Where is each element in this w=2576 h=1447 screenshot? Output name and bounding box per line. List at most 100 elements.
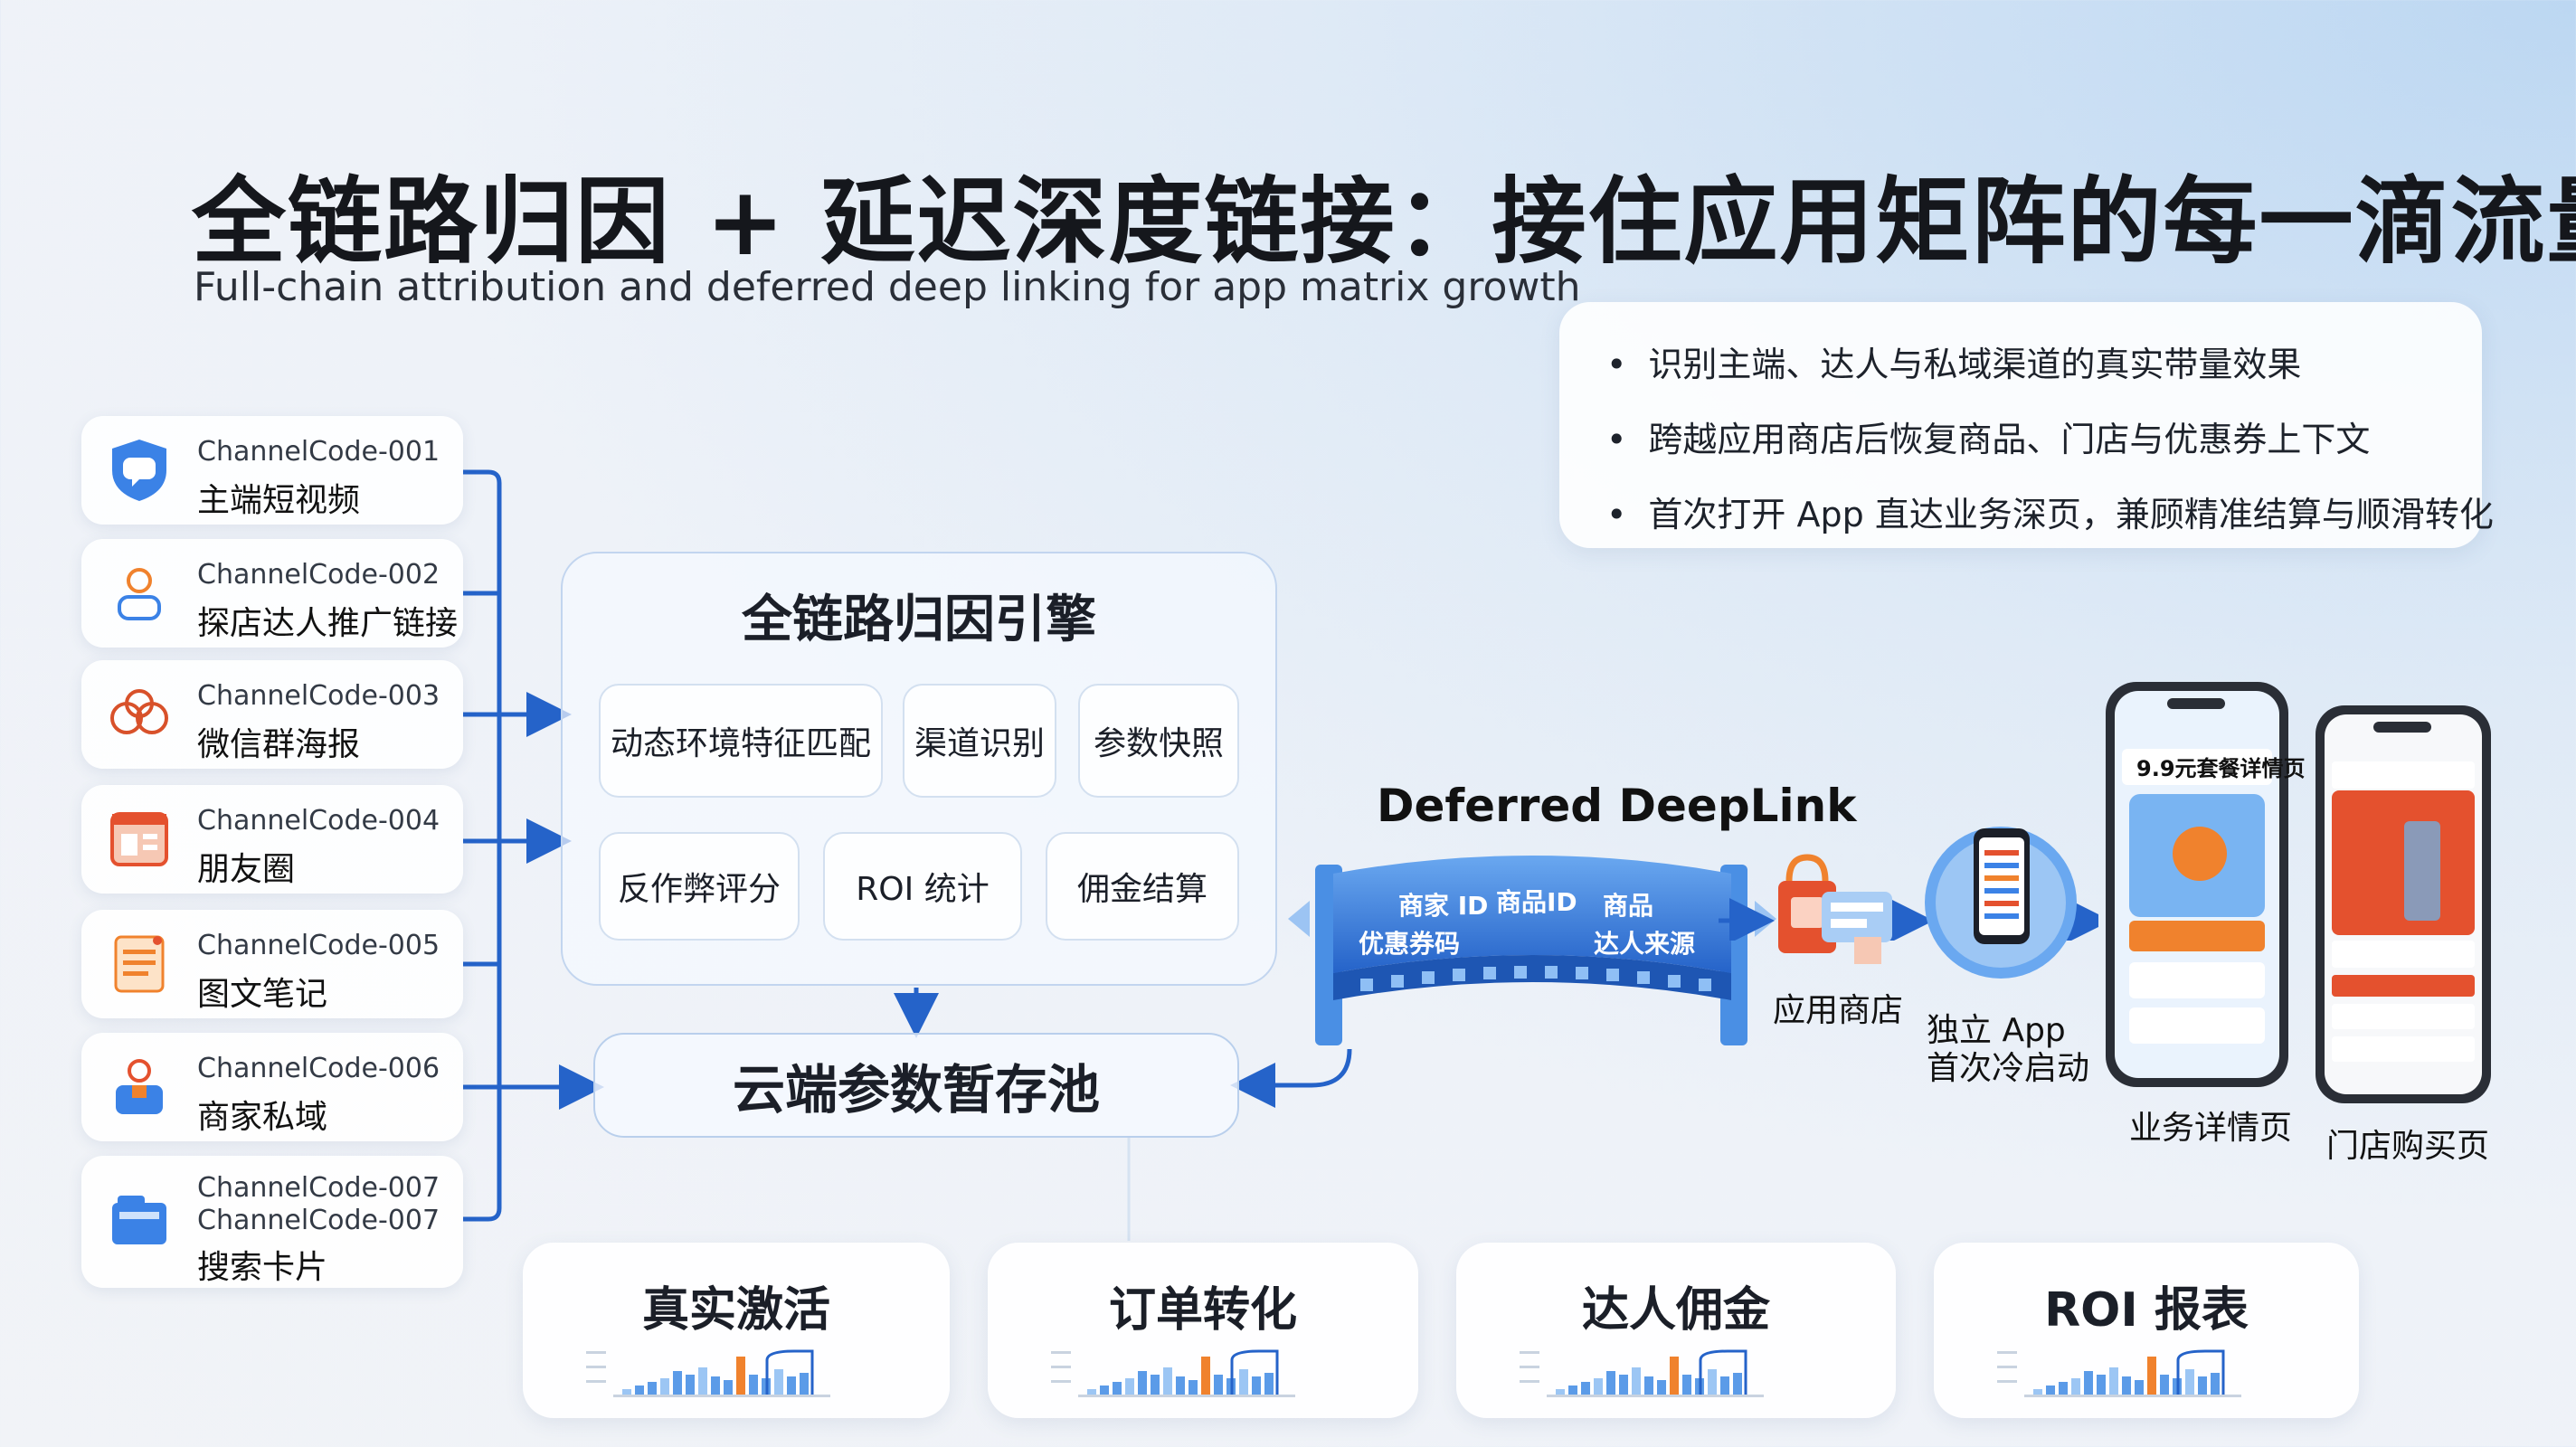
mini-axis-tick xyxy=(1520,1351,1539,1354)
bridge-label: 商家 ID xyxy=(1398,891,1489,921)
metric-title: 真实激活 xyxy=(641,1283,830,1338)
engine-module[interactable]: 佣金结算 xyxy=(1046,832,1239,941)
mini-bar xyxy=(1644,1376,1653,1395)
channel-code: ChannelCode-002 xyxy=(197,559,440,591)
detail-page-phone xyxy=(2106,682,2288,1087)
benefit-item: 识别主端、达人与私域渠道的真实带量效果 xyxy=(1606,336,2482,386)
channel-card-006[interactable]: ChannelCode-006 商家私域 xyxy=(81,1033,463,1141)
mini-bar xyxy=(2059,1382,2068,1395)
channel-name: 图文笔记 xyxy=(197,976,328,1013)
mini-bar xyxy=(1733,1373,1742,1395)
mini-bar xyxy=(736,1357,745,1395)
mini-bar xyxy=(2185,1369,2194,1395)
bridge-label: 商品ID xyxy=(1496,887,1577,917)
mini-bar xyxy=(1657,1380,1666,1395)
mini-trend-line xyxy=(2176,1349,2225,1395)
engine-module[interactable]: ROI 统计 xyxy=(823,832,1022,941)
channel-name: 微信群海报 xyxy=(197,726,361,763)
metric-card-commission[interactable]: 达人佣金 xyxy=(1456,1243,1896,1418)
metric-card-roi-report[interactable]: ROI 报表 xyxy=(1934,1243,2359,1418)
channel-code: ChannelCode-007 xyxy=(197,1172,440,1204)
deferred-deeplink-title: Deferred DeepLink xyxy=(1377,780,1857,832)
mini-bar xyxy=(1239,1369,1248,1395)
mini-axis-tick xyxy=(1997,1380,2017,1383)
channel-name: 探店达人推广链接 xyxy=(197,605,459,642)
mini-axis-tick xyxy=(1997,1366,2017,1368)
mini-axis-tick xyxy=(1051,1366,1071,1368)
metric-title: ROI 报表 xyxy=(2044,1283,2249,1338)
app-label-line1: 独立 App xyxy=(1927,1012,2066,1049)
mini-bar xyxy=(2160,1375,2169,1395)
bridge-label: 商品 xyxy=(1603,891,1654,921)
channel-name: 主端短视频 xyxy=(197,482,361,519)
shield-chat-icon xyxy=(112,440,166,501)
engine-module[interactable]: 参数快照 xyxy=(1078,684,1239,798)
mini-bar xyxy=(1163,1367,1172,1395)
mini-trend-line xyxy=(1230,1349,1279,1395)
mini-bar xyxy=(1720,1376,1729,1395)
mini-axis-tick xyxy=(1520,1380,1539,1383)
channel-code: ChannelCode-003 xyxy=(197,680,440,712)
channel-card-004[interactable]: ChannelCode-004 朋友圈 xyxy=(81,785,463,894)
cloud-parameter-pool[interactable]: 云端参数暂存池 xyxy=(593,1033,1239,1138)
store-page-phone xyxy=(2316,705,2491,1103)
mini-bar xyxy=(1189,1380,1198,1395)
moments-window-icon xyxy=(110,812,168,866)
metric-card-activation[interactable]: 真实激活 xyxy=(523,1243,950,1418)
channel-name: 搜索卡片 xyxy=(197,1249,328,1286)
benefit-item: 跨越应用商店后恢复商品、门店与优惠券上下文 xyxy=(1606,411,2482,461)
mini-bar xyxy=(2033,1389,2042,1395)
mini-bar xyxy=(2211,1373,2220,1395)
mini-bar-chart xyxy=(1997,1349,2241,1397)
metric-card-order-conversion[interactable]: 订单转化 xyxy=(988,1243,1418,1418)
mini-bar xyxy=(1670,1357,1679,1395)
mini-baseline xyxy=(2024,1395,2241,1397)
mini-axis-tick xyxy=(1051,1351,1071,1354)
benefit-item: 首次打开 App 直达业务深页，兼顾精准结算与顺滑转化 xyxy=(1606,487,2493,536)
mini-bar xyxy=(1619,1375,1628,1395)
page-subtitle: Full-chain attribution and deferred deep… xyxy=(194,264,1581,310)
mini-bar xyxy=(774,1369,783,1395)
mini-bar xyxy=(2084,1371,2093,1395)
mini-trend-line xyxy=(1699,1349,1747,1395)
folder-card-icon xyxy=(112,1196,166,1244)
mini-axis-tick xyxy=(586,1351,606,1354)
mini-bar xyxy=(1632,1367,1641,1395)
mini-axis-tick xyxy=(1051,1380,1071,1383)
mini-bar xyxy=(1138,1371,1147,1395)
channel-card-005[interactable]: ChannelCode-005 图文笔记 xyxy=(81,910,463,1018)
person-icon xyxy=(118,568,161,620)
mini-bar xyxy=(1125,1378,1134,1395)
channel-card-003[interactable]: ChannelCode-003 微信群海报 xyxy=(81,660,463,769)
mini-bar xyxy=(1151,1375,1160,1395)
channel-name: 商家私域 xyxy=(197,1099,328,1136)
engine-module[interactable]: 动态环境特征匹配 xyxy=(599,684,883,798)
mini-bar xyxy=(1214,1375,1223,1395)
mini-bar xyxy=(2135,1380,2144,1395)
mini-bar xyxy=(1252,1376,1261,1395)
mini-bar xyxy=(1087,1389,1096,1395)
channel-code: ChannelCode-005 xyxy=(197,930,440,961)
mini-bar xyxy=(635,1386,644,1395)
metric-title: 达人佣金 xyxy=(1581,1283,1770,1338)
mini-bar xyxy=(1113,1382,1122,1395)
engine-module[interactable]: 反作弊评分 xyxy=(599,832,800,941)
channel-card-007[interactable]: ChannelCode-007 ChannelCode-007 搜索卡片 xyxy=(81,1156,463,1288)
engine-module[interactable]: 渠道识别 xyxy=(903,684,1056,798)
mini-bar xyxy=(698,1367,707,1395)
mini-bar xyxy=(1264,1373,1274,1395)
mini-bar xyxy=(2109,1367,2118,1395)
detail-page-header: 9.9元套餐详情页 xyxy=(2136,756,2306,781)
mini-bar xyxy=(1176,1376,1185,1395)
mini-trend-line xyxy=(765,1349,814,1395)
channel-card-001[interactable]: ChannelCode-001 主端短视频 xyxy=(81,416,463,525)
mini-bar xyxy=(2097,1375,2106,1395)
benefits-panel: 识别主端、达人与私域渠道的真实带量效果 跨越应用商店后恢复商品、门店与优惠券上下… xyxy=(1559,302,2494,548)
mini-bar xyxy=(711,1376,720,1395)
mini-bar xyxy=(648,1382,657,1395)
mini-baseline xyxy=(1078,1395,1295,1397)
channel-card-002[interactable]: ChannelCode-002 探店达人推广链接 xyxy=(81,539,463,648)
mini-bar xyxy=(1606,1371,1615,1395)
mini-bar-chart xyxy=(586,1349,830,1397)
